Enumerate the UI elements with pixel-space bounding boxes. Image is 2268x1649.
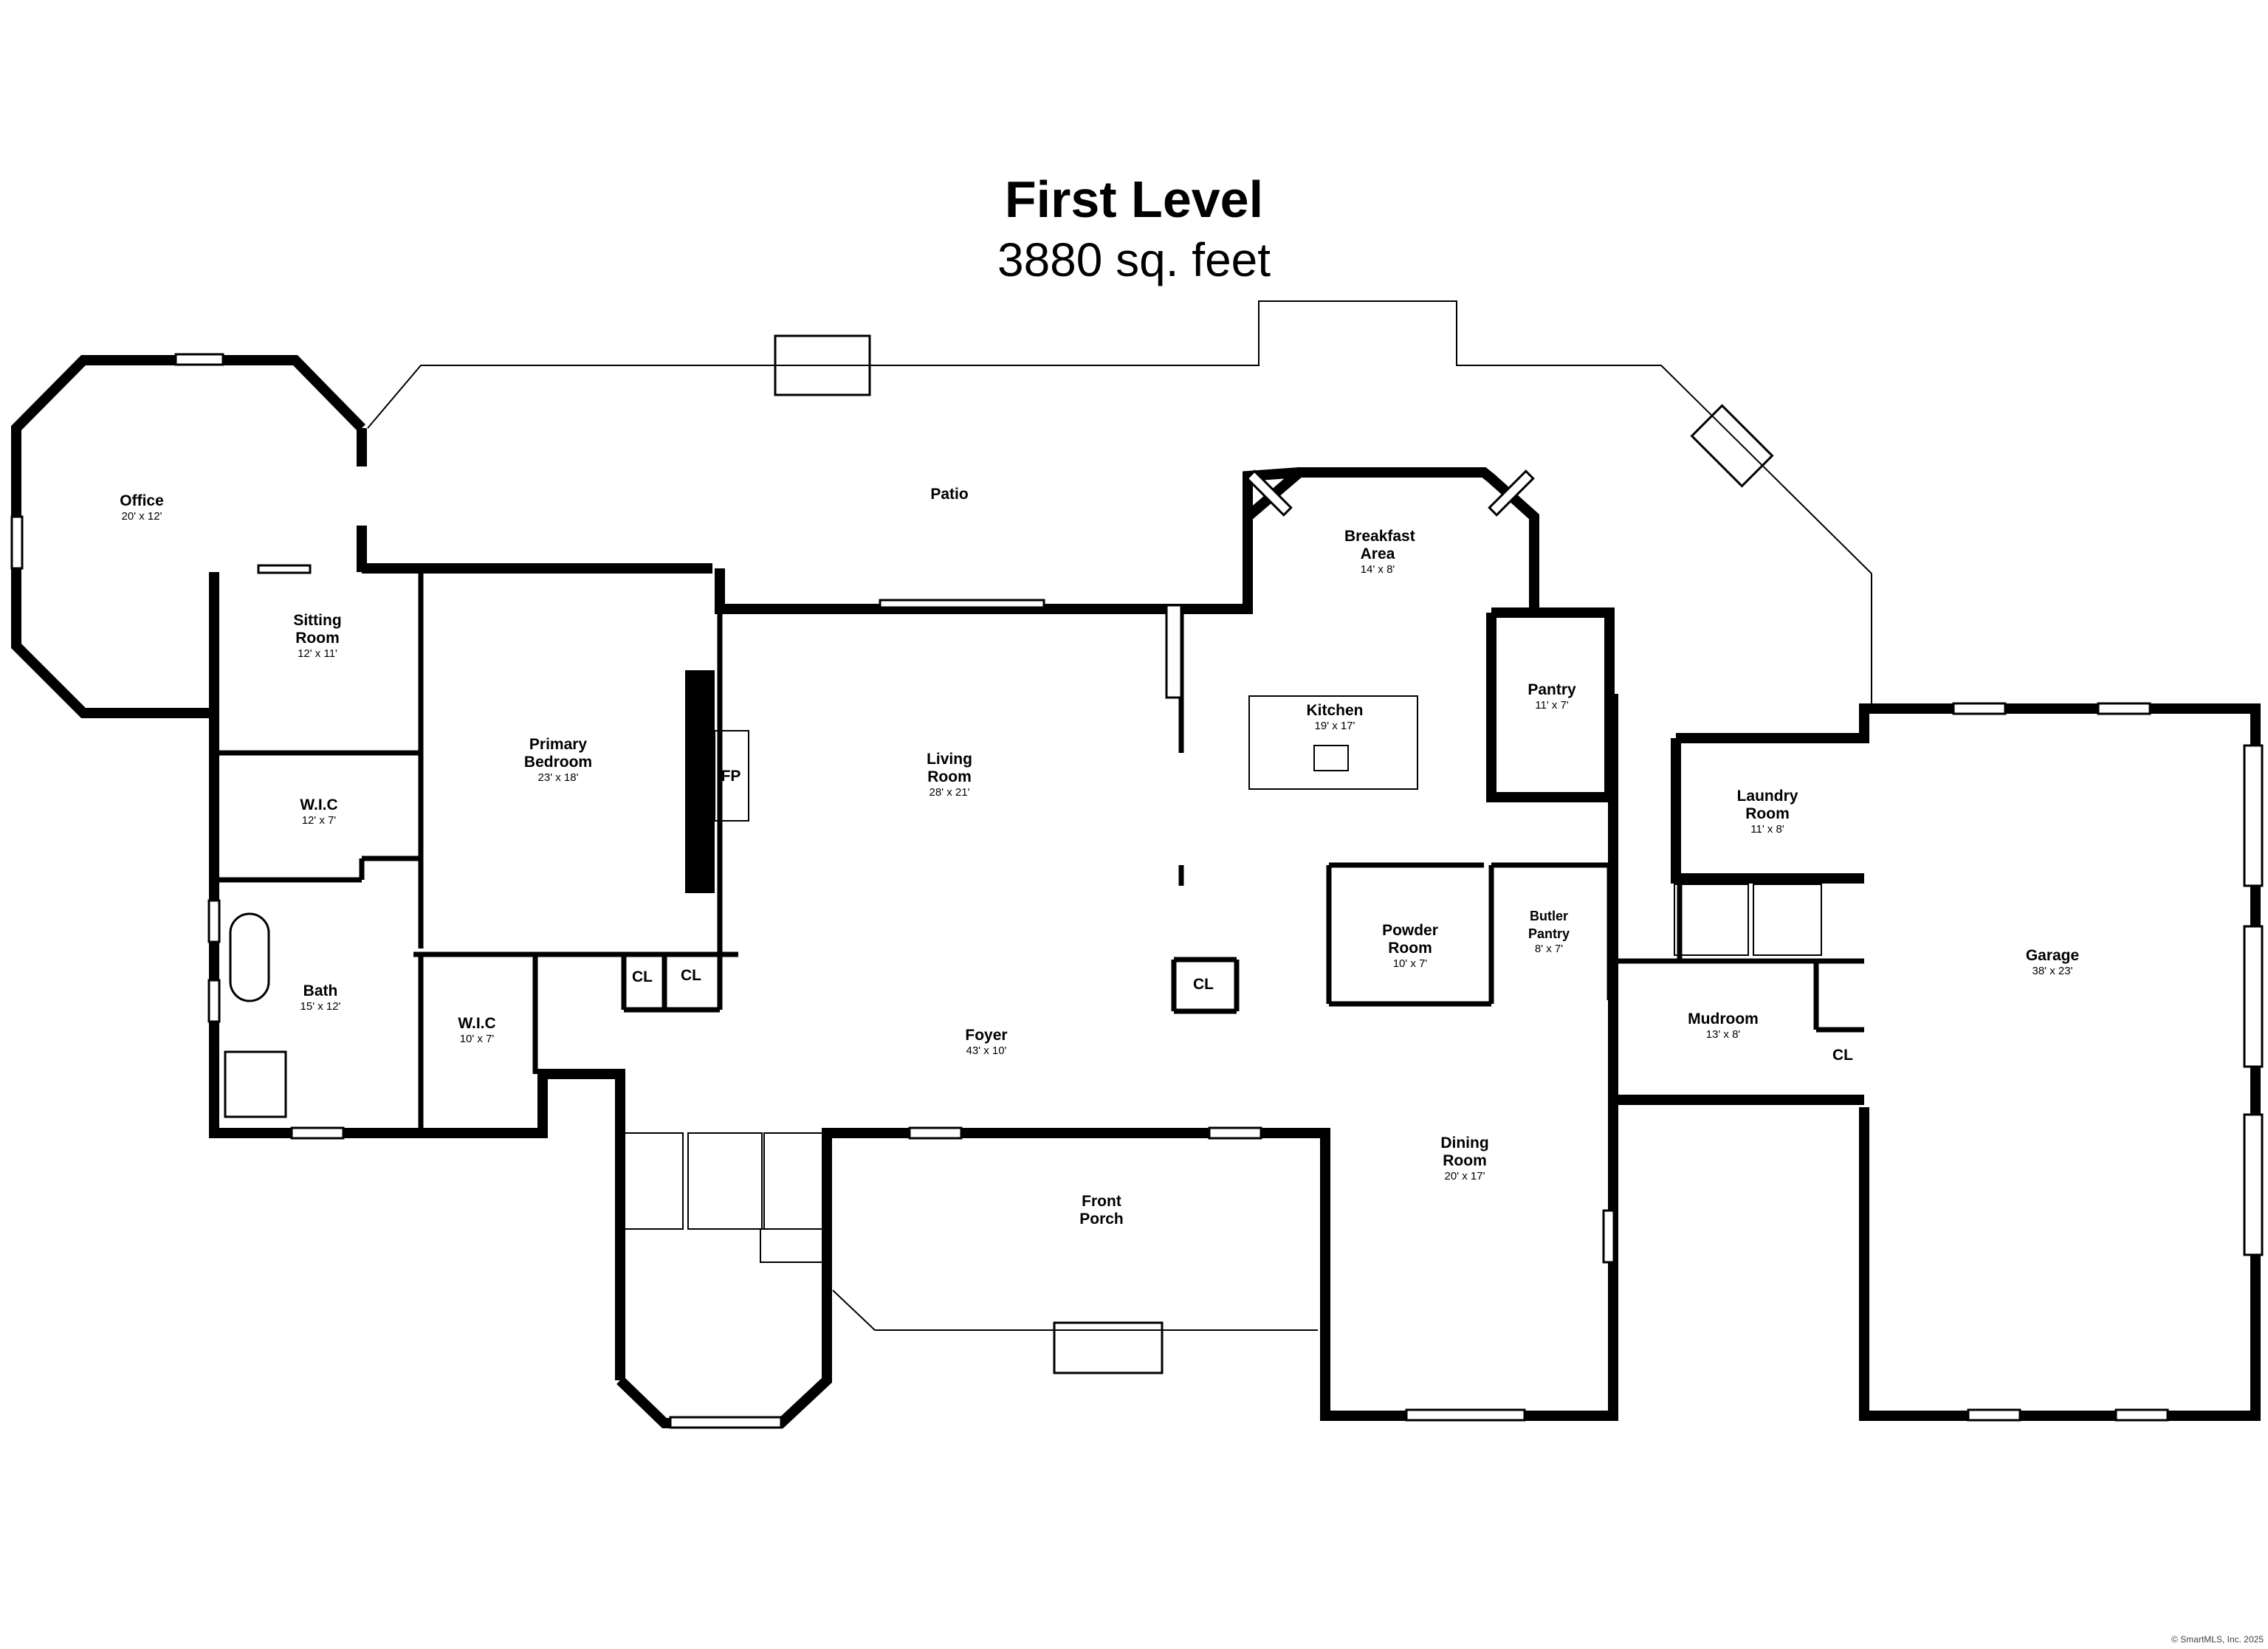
stairs <box>623 884 1822 1263</box>
interior-walls <box>211 572 1864 1133</box>
kitchen-island <box>1248 695 1418 790</box>
room-label-fp: FP <box>721 768 741 785</box>
patio-outline <box>367 300 1872 1374</box>
copyright-text: © SmartMLS, Inc. 2025 <box>2171 1634 2264 1645</box>
room-label-patio: Patio <box>930 486 969 503</box>
plan-subtitle: 3880 sq. feet <box>997 233 1271 286</box>
room-label-front-porch: Front Porch <box>1079 1193 1124 1228</box>
title-block: First Level 3880 sq. feet <box>0 168 2268 289</box>
exterior-walls <box>11 355 2261 1428</box>
room-label-cl-4: CL <box>1832 1047 1853 1064</box>
fireplace <box>685 670 715 893</box>
windows <box>10 353 2264 1429</box>
room-label-cl-2: CL <box>681 967 701 984</box>
plan-title: First Level <box>1004 171 1264 228</box>
room-label-cl-1: CL <box>632 968 653 985</box>
room-label-cl-3: CL <box>1193 976 1214 993</box>
